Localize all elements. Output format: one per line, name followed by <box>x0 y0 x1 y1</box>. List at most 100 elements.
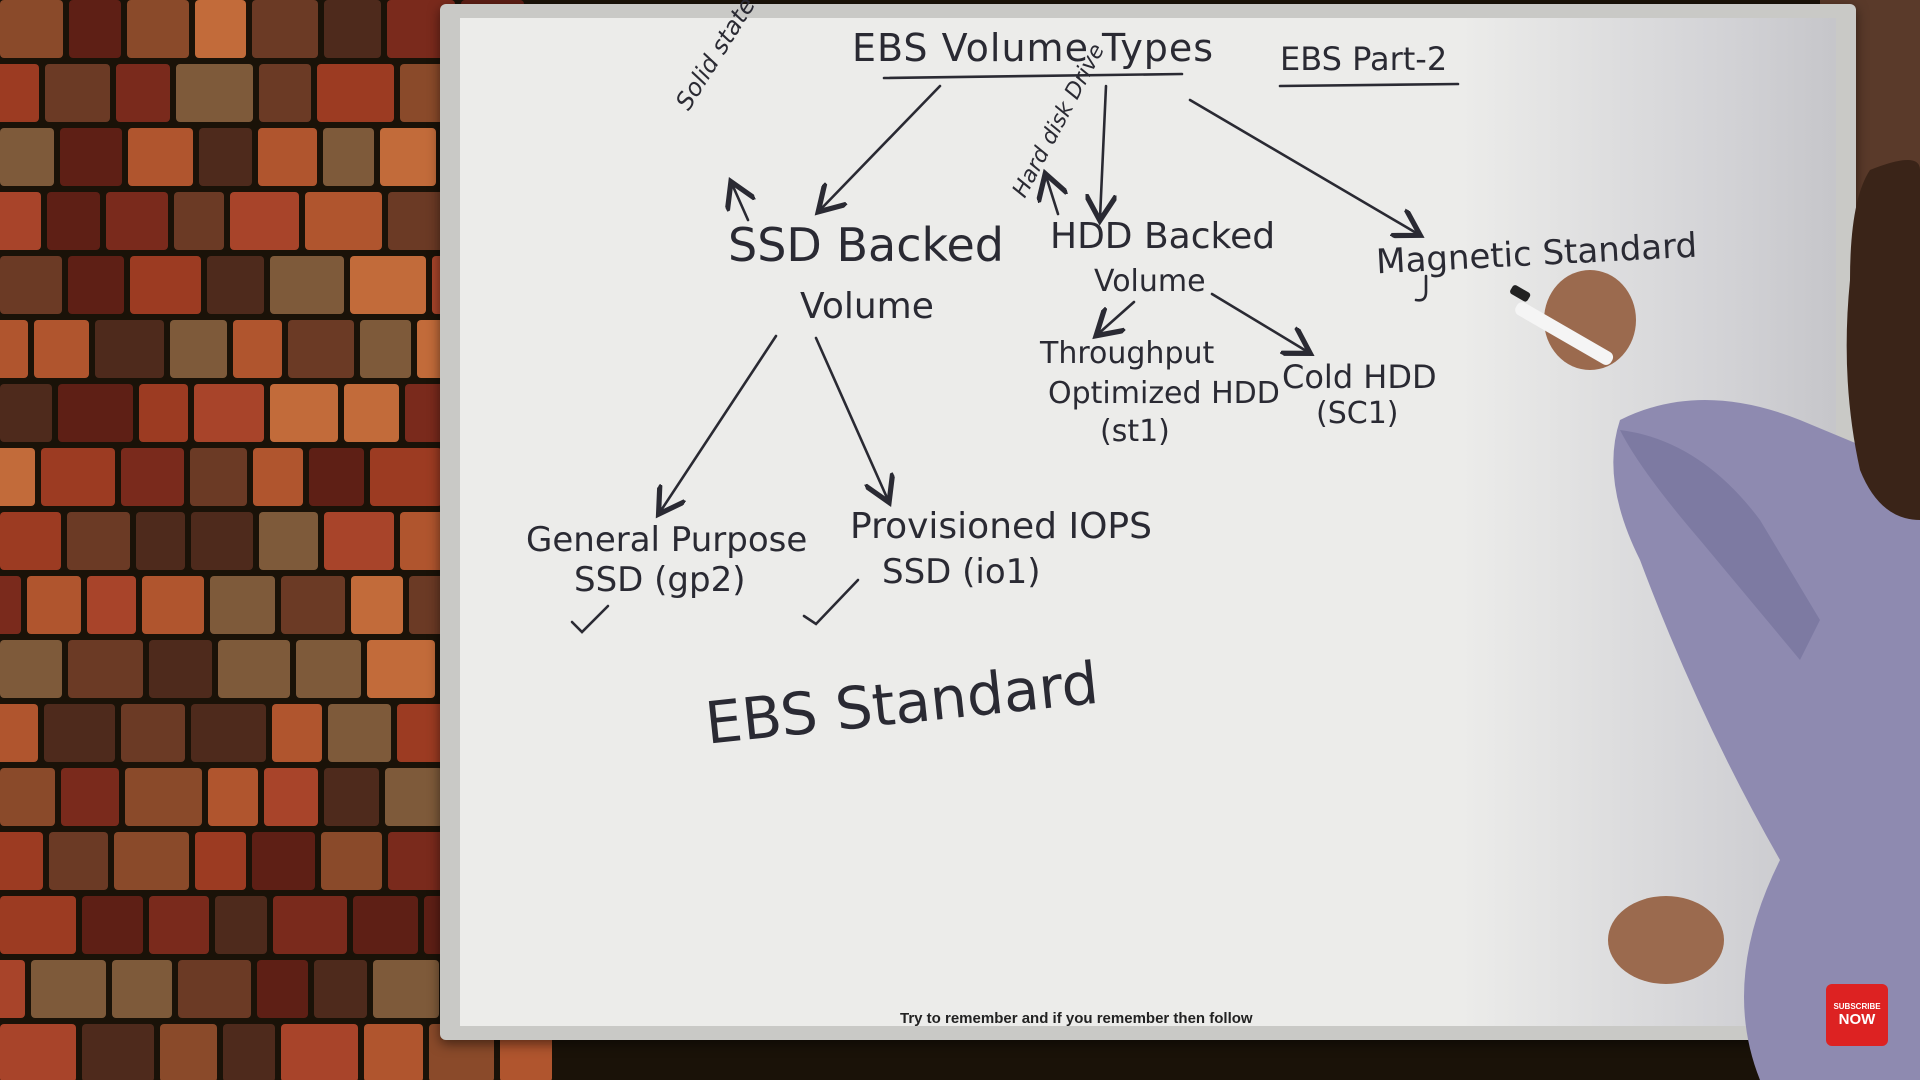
brick <box>69 0 121 58</box>
brick <box>351 576 403 634</box>
st1-line2: Optimized HDD <box>1048 376 1280 411</box>
brick <box>106 192 168 250</box>
brick <box>136 512 185 570</box>
brick <box>259 64 311 122</box>
brick <box>0 576 21 634</box>
brick <box>0 640 62 698</box>
gp2-line2: SSD (gp2) <box>574 560 746 600</box>
tray-note: Try to remember and if you remember then… <box>900 1010 1253 1027</box>
title-underline <box>882 72 1184 80</box>
brick <box>87 576 136 634</box>
brick <box>149 896 209 954</box>
brick <box>364 1024 423 1080</box>
brick <box>215 896 267 954</box>
subscribe-badge[interactable]: SUBSCRIBE NOW <box>1826 984 1888 1046</box>
arrow-to-st1 <box>1098 300 1136 334</box>
brick <box>344 384 399 442</box>
brick <box>273 896 347 954</box>
brick <box>305 192 382 250</box>
board-title: EBS Volume Types <box>852 26 1215 70</box>
brick <box>288 320 354 378</box>
brick <box>223 1024 275 1080</box>
brick <box>194 384 264 442</box>
subscribe-badge-small-text: SUBSCRIBE <box>1833 1002 1881 1011</box>
brick <box>0 320 28 378</box>
presenter-arm <box>1620 430 1820 660</box>
brick <box>112 960 172 1018</box>
brick <box>116 64 170 122</box>
brick <box>44 704 115 762</box>
arrow-hdd-note <box>1046 176 1058 216</box>
io1-line1: Provisioned IOPS <box>850 506 1152 547</box>
st1-line3: (st1) <box>1100 414 1170 449</box>
brick <box>324 512 394 570</box>
arrow-to-gp2 <box>660 334 778 512</box>
brick <box>128 128 193 186</box>
brick <box>314 960 367 1018</box>
arrow-ssd-note <box>732 184 748 222</box>
presenter-shirt <box>1613 400 1920 1080</box>
subscribe-badge-big-text: NOW <box>1838 1011 1876 1028</box>
brick <box>0 448 35 506</box>
brick <box>170 320 227 378</box>
arrow-to-hdd <box>1100 84 1106 218</box>
brick <box>0 704 38 762</box>
brick <box>233 320 282 378</box>
arrow-to-sc1 <box>1210 292 1308 352</box>
brick <box>350 256 426 314</box>
brick <box>191 704 266 762</box>
brick <box>34 320 89 378</box>
presenter-hand-bottom <box>1608 896 1724 984</box>
brick <box>270 256 344 314</box>
brick <box>353 896 418 954</box>
brick <box>0 256 62 314</box>
brick <box>218 640 290 698</box>
brick <box>149 640 212 698</box>
brick <box>68 256 124 314</box>
brick <box>60 128 122 186</box>
brick <box>0 1024 76 1080</box>
brick <box>264 768 318 826</box>
magnetic-hook <box>1414 274 1428 302</box>
brick <box>321 832 382 890</box>
brick <box>270 384 338 442</box>
brick <box>195 0 246 58</box>
brick <box>67 512 130 570</box>
brick <box>41 448 115 506</box>
brick <box>0 832 43 890</box>
board-part-label: EBS Part-2 <box>1280 40 1448 78</box>
marker-tip <box>1510 285 1531 302</box>
brick <box>385 768 443 826</box>
brick <box>31 960 106 1018</box>
brick <box>191 512 253 570</box>
brick <box>0 512 61 570</box>
brick <box>323 128 374 186</box>
hdd-volume-label: Volume <box>1094 264 1206 299</box>
marker-pen <box>1515 302 1614 365</box>
brick-row <box>0 1024 552 1080</box>
brick <box>208 768 258 826</box>
brick <box>0 64 39 122</box>
brick <box>121 704 185 762</box>
brick <box>257 960 308 1018</box>
brick <box>259 512 318 570</box>
brick <box>252 0 318 58</box>
brick <box>380 128 436 186</box>
brick <box>281 576 345 634</box>
brick <box>388 192 450 250</box>
brick <box>388 832 446 890</box>
brick <box>296 640 361 698</box>
brick <box>0 0 63 58</box>
ssd-backed-label: SSD Backed <box>728 218 1004 272</box>
brick <box>58 384 133 442</box>
brick <box>82 1024 154 1080</box>
brick <box>258 128 317 186</box>
brick <box>253 448 303 506</box>
brick <box>49 832 108 890</box>
brick <box>230 192 299 250</box>
brick <box>272 704 322 762</box>
checkmark-io1 <box>802 578 860 626</box>
brick <box>360 320 411 378</box>
brick <box>139 384 188 442</box>
sc1-line1: Cold HDD <box>1282 358 1437 396</box>
